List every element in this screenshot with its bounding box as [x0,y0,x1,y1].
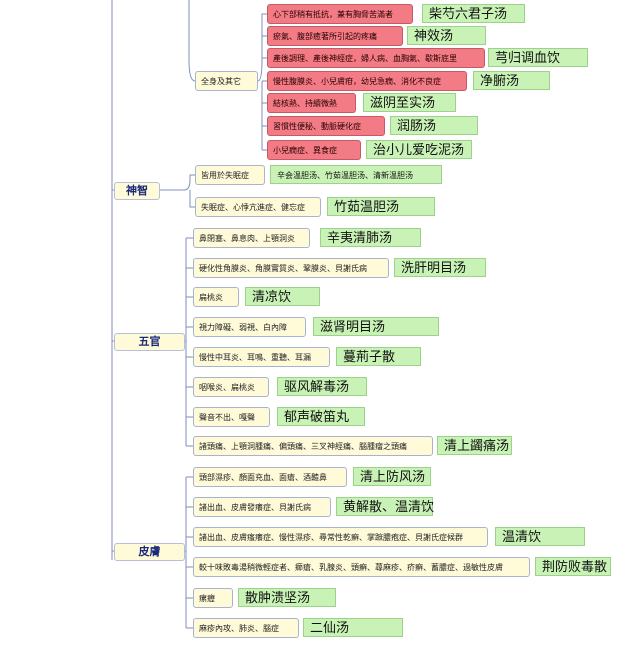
remedy-node: 洗肝明目汤 [394,258,486,277]
quanshen-connector [188,0,196,82]
remedy-node: 柴芍六君子汤 [422,4,525,23]
symptom-node: 麻疹內攻、肺炎、腦症 [193,618,299,638]
remedy-node: 神效汤 [407,26,486,45]
remedy-node: 蔓荊子散 [336,347,421,366]
symptom-node: 視力障礙、弱視、白內障 [193,317,306,337]
symptom-node: 咽喉炎、扁桃炎 [193,377,269,397]
remedy-node: 滋阴至实汤 [363,93,456,112]
symptom-node: 鼻閉塞、鼻息肉、上顎洞炎 [193,228,310,248]
symptom-node: 習慣性便秘、動脈硬化症 [267,116,385,136]
symptom-node: 心下部稍有抵抗，兼有胸脅苦滿者 [267,4,413,24]
symptom-node: 頭部濕疹、顏面充血、面瘡、酒齄鼻 [193,467,347,487]
symptom-node: 失眠症、心悸亢進症、健忘症 [195,197,321,217]
remedy-node: 清凉饮 [245,287,320,306]
symptom-node: 產後調理、產後神經症，婦人病、血胸氣、歇斯底里 [267,48,485,68]
symptom-node: 小兒癇症、異食症 [267,140,361,160]
symptom-node: 扁桃炎 [193,287,239,307]
quanshen-node: 全身及其它 [195,71,258,91]
remedy-node: 散肿溃坚汤 [238,588,336,607]
symptom-node: 硬化性角膜炎、角膜實質炎、鞏膜炎、貝謝氏病 [193,258,389,278]
remedy-node: 清上蠲痛汤 [437,436,512,455]
symptom-node: 諸出血、皮膚瘙癢症、慢性濕疹、尋常性乾癬、掌蹠膿疱症、貝謝氏症候群 [193,527,488,547]
symptom-node: 較十味敗毒湯稍微輕症者、癤瘡、乳腺炎、頭癬、蕁麻疹、疥癬、蓄膿症、過敏性皮膚 [193,557,530,577]
remedy-node: 郁声破笛丸 [277,407,365,426]
remedy-node: 润肠汤 [390,116,478,135]
remedy-node: 辛会温胆汤、竹茹温胆汤、清新温胆汤 [270,165,442,184]
symptom-node: 瘰癧 [193,588,233,608]
category-wuguan: 五官 [114,333,185,351]
category-pifu: 皮膚 [114,543,185,561]
symptom-node: 慢性腹膜炎、小兒膚疳，幼兒急癇、消化不良症 [267,71,467,91]
symptom-node: 慢性中耳炎、耳鳴、重聽、耳漏 [193,347,330,367]
symptom-node: 諸出血、皮膚發癢症、貝謝氏病 [193,497,331,517]
remedy-node: 荆防败毒散 [535,557,611,576]
remedy-node: 黄解散、温清饮 [336,497,434,516]
remedy-node: 竹茹温胆汤 [327,197,435,216]
symptom-node: 瘀氣、腹部癒著所引起的疼痛 [267,26,403,46]
remedy-node: 二仙汤 [303,618,403,637]
symptom-node: 結核熱、持續微熱 [267,93,356,113]
symptom-node: 皆用於失眠症 [195,165,265,185]
symptom-node: 聲音不出、嘎聲 [193,407,270,427]
remedy-node: 净腑汤 [473,71,550,90]
remedy-node: 温清饮 [495,527,585,546]
remedy-node: 辛夷清肺汤 [320,228,421,247]
remedy-node: 治小儿爱吃泥汤 [366,140,472,159]
symptom-node: 諸頭痛、上顎洞腫痛、偏頭痛、三叉神經痛、腦腫瘤之頭痛 [193,436,433,456]
remedy-node: 芎归调血饮 [488,48,588,67]
remedy-node: 清上防风汤 [353,467,431,486]
remedy-node: 滋肾明目汤 [313,317,439,336]
category-shenzhi: 神智 [114,182,160,200]
remedy-node: 驱风解毒汤 [277,377,367,396]
